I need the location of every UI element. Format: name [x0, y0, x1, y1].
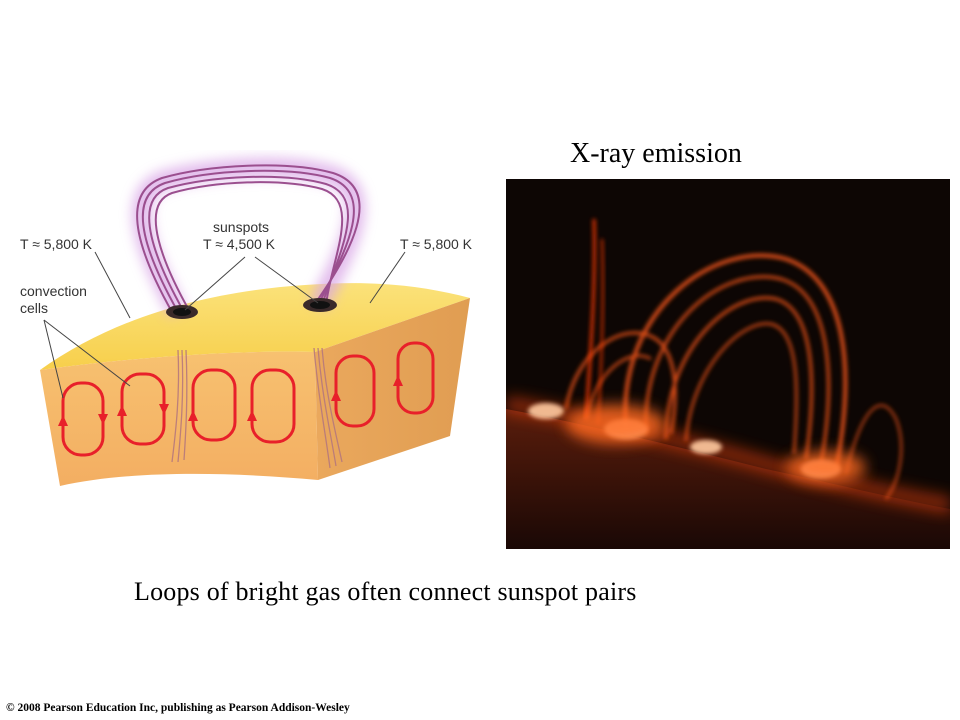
caption: Loops of bright gas often connect sunspo… [134, 577, 637, 606]
left-temperature-label: T ≈ 5,800 K [20, 236, 93, 252]
xray-emission-image [504, 179, 952, 549]
xray-emission-graphic [504, 179, 952, 549]
magnetic-loop [136, 164, 361, 313]
photosphere-surface [40, 283, 470, 370]
xray-emission-title: X-ray emission [570, 138, 742, 169]
leader-lines [43, 251, 406, 399]
subsurface-field-lines [171, 347, 343, 469]
sunspot-left [166, 305, 198, 319]
sunspot-right [303, 298, 337, 312]
interior-side-face [315, 298, 470, 480]
right-temperature-label: T ≈ 5,800 K [400, 236, 473, 252]
convection-label-line2: cells [20, 300, 49, 316]
convection-arrows [58, 375, 403, 426]
interior-front-face [40, 351, 318, 486]
sunspot-diagram-graphic [40, 157, 470, 486]
sunspots-label: sunspots [213, 219, 270, 235]
sunspot-temperature-label: T ≈ 4,500 K [203, 236, 276, 252]
convection-label-line1: convection [20, 283, 87, 299]
sunspot-diagram: T ≈ 5,800 K sunspots T ≈ 4,500 K T ≈ 5,8… [0, 150, 500, 500]
copyright-notice: © 2008 Pearson Education Inc, publishing… [6, 702, 350, 714]
